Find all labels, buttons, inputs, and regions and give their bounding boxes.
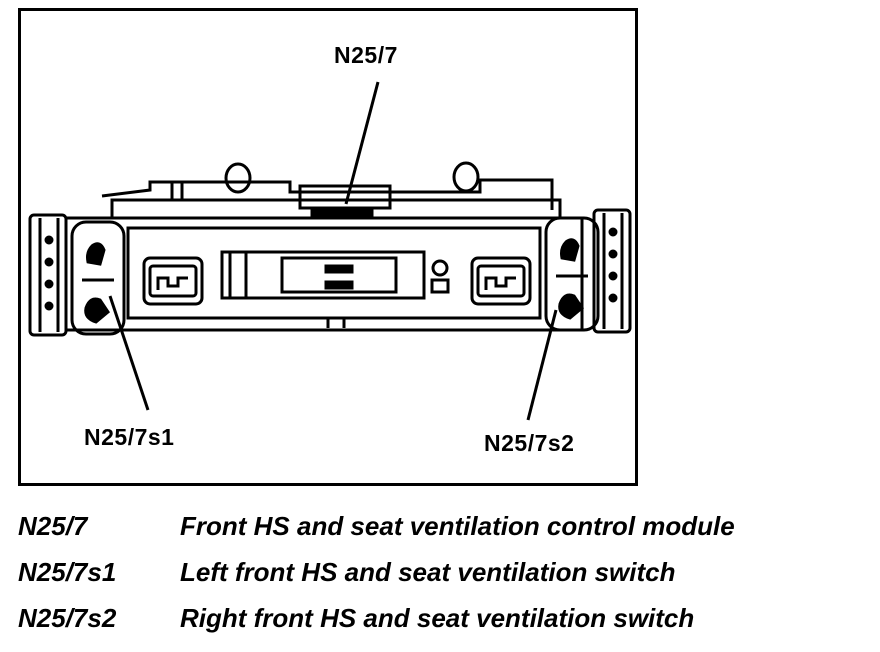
- legend-row: N25/7 Front HS and seat ventilation cont…: [18, 503, 878, 549]
- leader-lines: [108, 81, 558, 421]
- right-seat-switch: [544, 216, 600, 332]
- legend-row: N25/7s1 Left front HS and seat ventilati…: [18, 549, 878, 595]
- callout-left-switch: N25/7s1: [84, 424, 175, 450]
- legend-code: N25/7: [18, 511, 88, 541]
- legend-description: Left front HS and seat ventilation switc…: [180, 557, 676, 587]
- right-vent-grille: [592, 208, 632, 334]
- control-module-drawing: [28, 81, 632, 421]
- left-vent-grille: [28, 213, 68, 337]
- leader-line-right-switch: [526, 309, 558, 421]
- leader-line-left-switch: [108, 295, 150, 411]
- legend-row: N25/7s2 Right front HS and seat ventilat…: [18, 595, 878, 641]
- callout-right-switch: N25/7s2: [484, 430, 575, 456]
- legend-description: Right front HS and seat ventilation swit…: [180, 603, 695, 633]
- legend-description: Front HS and seat ventilation control mo…: [180, 511, 735, 541]
- leader-line-module: [344, 81, 380, 205]
- left-seat-switch: [70, 220, 126, 336]
- legend: N25/7 Front HS and seat ventilation cont…: [18, 503, 878, 641]
- callout-module: N25/7: [334, 42, 398, 68]
- figure-frame: [18, 8, 638, 486]
- legend-code: N25/7s2: [18, 603, 117, 633]
- module-faceplate: [64, 216, 584, 332]
- legend-code: N25/7s1: [18, 557, 117, 587]
- module-housing: [101, 161, 562, 220]
